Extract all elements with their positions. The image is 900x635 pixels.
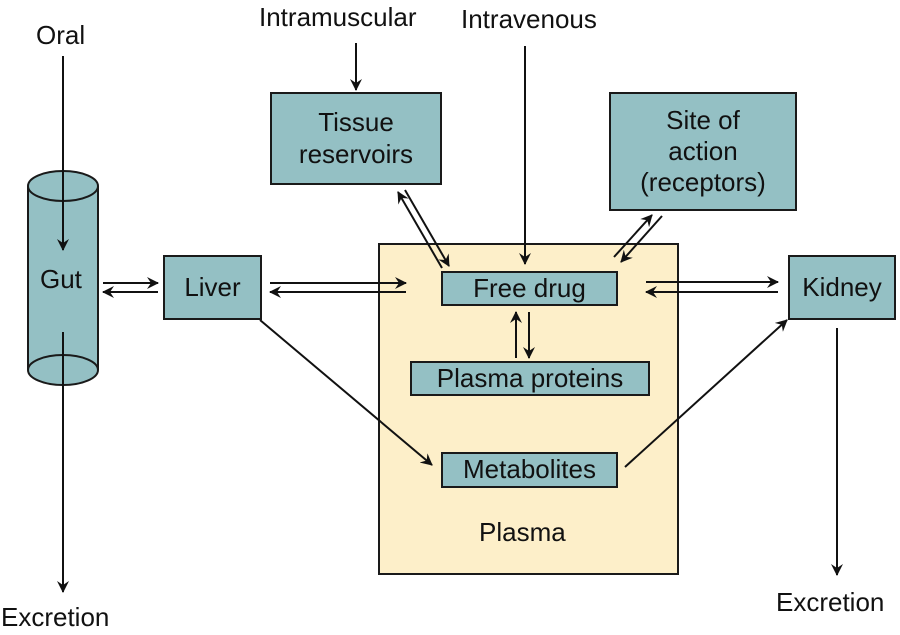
node-kidney-label: Kidney <box>802 271 882 302</box>
node-liver-label: Liver <box>184 271 241 302</box>
excretion-right: Excretion <box>776 587 885 617</box>
route-intramuscular: Intramuscular <box>259 2 417 32</box>
node-free-drug-label: Free drug <box>473 272 586 303</box>
node-kidney: Kidney <box>788 255 896 320</box>
node-free-drug: Free drug <box>441 271 618 306</box>
route-intravenous: Intravenous <box>461 4 597 34</box>
node-site-of-action: Site of action (receptors) <box>609 92 797 211</box>
node-metabolites-label: Metabolites <box>463 454 596 485</box>
node-tissue-reservoirs-label: Tissue reservoirs <box>298 107 414 169</box>
arrow-freedrug-to-tissue <box>397 191 443 269</box>
node-metabolites: Metabolites <box>441 452 618 488</box>
arrow-tissue-to-freedrug <box>404 189 450 267</box>
node-liver: Liver <box>163 255 262 320</box>
arrow-liver-to-metabolites <box>259 319 433 466</box>
excretion-left: Excretion <box>1 602 110 632</box>
node-tissue-reservoirs: Tissue reservoirs <box>270 92 442 185</box>
node-plasma-proteins-label: Plasma proteins <box>436 362 624 393</box>
arrow-metabolites-to-kidney <box>624 319 788 468</box>
plasma-label: Plasma <box>479 517 566 547</box>
node-gut: Gut <box>40 264 82 294</box>
arrow-freedrug-to-site <box>613 214 653 258</box>
arrow-site-to-freedrug <box>620 215 663 263</box>
node-site-of-action-label: Site of action (receptors) <box>640 104 766 198</box>
route-oral: Oral <box>36 20 86 50</box>
node-plasma-proteins: Plasma proteins <box>410 361 650 396</box>
